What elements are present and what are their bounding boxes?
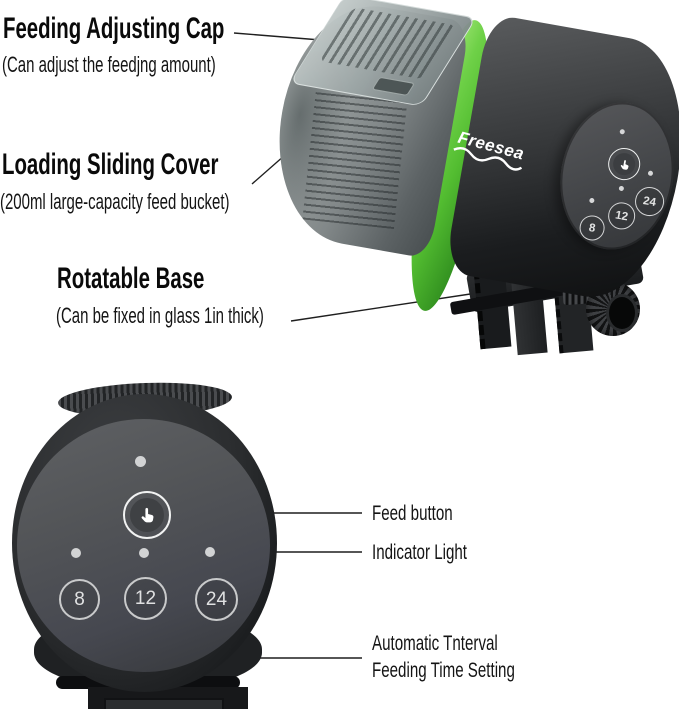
timer-button-12: 12 (124, 577, 167, 620)
brand-logo: Freesea (442, 125, 538, 176)
label-interval-setting: Automatic Tnterval Feeding Time Setting (372, 632, 515, 682)
cover-latch (371, 76, 416, 96)
indicator-light-dot (647, 170, 654, 177)
callout-feeding-cap-title: Feeding Adjusting Cap (3, 12, 225, 45)
clamp-knob-bore (606, 294, 638, 332)
brand-wave-icon (453, 147, 523, 171)
callout-feeding-cap-subtitle: (Can adjust the feedjng amount) (2, 52, 216, 77)
indicator-light-dot (618, 185, 625, 192)
indicator-light-dot (139, 548, 149, 558)
callout-sliding-cover-title: Loading Sliding Cover (2, 148, 219, 181)
label-indicator-light: Indicator Light (372, 541, 467, 564)
timer-button-24: 24 (632, 184, 667, 219)
hand-tap-icon (620, 159, 629, 170)
indicator-light-dot (71, 548, 81, 558)
label-feed-button: Feed button (372, 502, 453, 525)
cap-vent-ridges (302, 92, 408, 230)
feed-button-pad (130, 498, 164, 532)
timer-button-8: 8 (577, 213, 607, 243)
indicator-light-dot (588, 197, 595, 204)
callout-rotatable-base-subtitle: (Can be fixed in glass 1in thick) (56, 303, 264, 328)
neck-panel (104, 698, 224, 709)
callout-sliding-cover-subtitle: (200ml large-capacity feed bucket) (0, 189, 230, 214)
timer-button-12: 12 (606, 200, 638, 232)
callout-rotatable-base-title: Rotatable Base (57, 262, 205, 295)
indicator-light-dot (205, 547, 215, 557)
cover-grip-ridges (319, 7, 456, 80)
feeder-front-face: 8 12 24 (549, 93, 679, 259)
timer-button-24: 24 (195, 578, 238, 621)
timer-button-8: 8 (59, 579, 100, 620)
indicator-light-dot (135, 456, 146, 467)
feed-button (605, 145, 643, 183)
feed-button (123, 491, 171, 539)
feed-button-pad (611, 151, 637, 177)
hand-tap-icon (141, 507, 154, 523)
indicator-light-dot (619, 128, 626, 135)
